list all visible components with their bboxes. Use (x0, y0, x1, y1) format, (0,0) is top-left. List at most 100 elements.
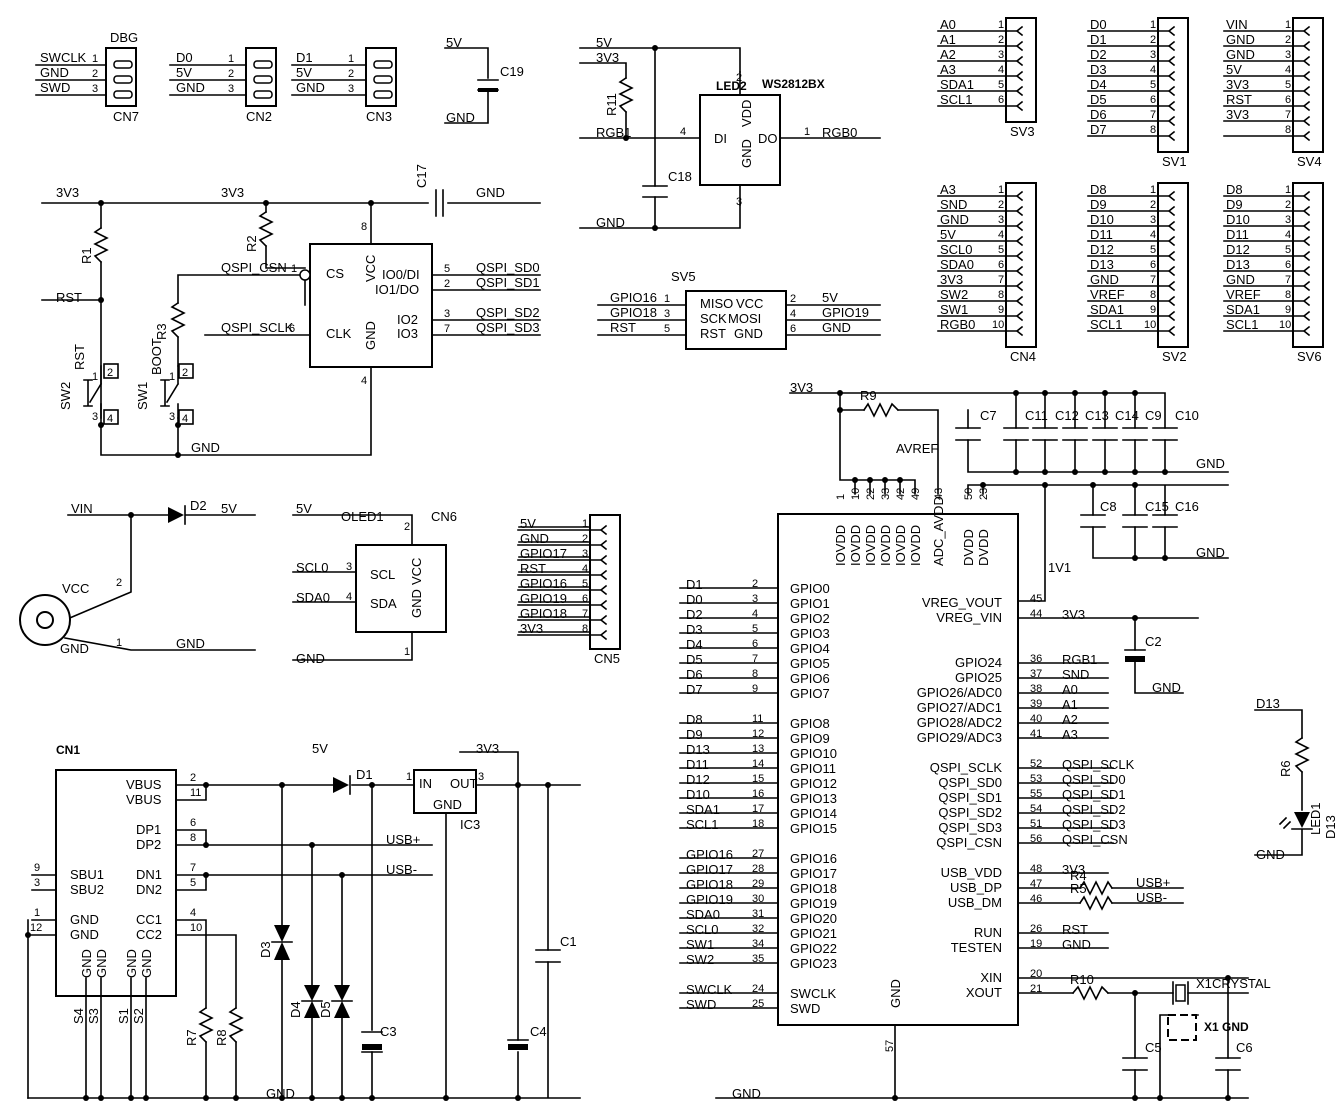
crystal-caps (1122, 1057, 1241, 1071)
pin-label: SCL (370, 567, 395, 582)
pin-function-label: GPIO24 (955, 655, 1002, 670)
pin-net-label: VREF (1090, 287, 1125, 302)
pin-function-label: QSPI_CSN (936, 835, 1002, 850)
pin-label: DN1 (136, 867, 162, 882)
pin-label: DP2 (136, 837, 161, 852)
connector-ref: CN7 (113, 109, 139, 124)
pin-net-label: 3V3 (940, 272, 963, 287)
pin-number: 9 (998, 304, 1004, 316)
pin-number: 5 (582, 578, 588, 590)
pin-number: 30 (752, 893, 764, 905)
pin-number: 1 (228, 53, 234, 65)
pin-number: 5 (444, 263, 450, 275)
led1-icon (1278, 812, 1313, 830)
pin-net-label: D0 (176, 50, 193, 65)
pin-function-label: GPIO23 (790, 956, 837, 971)
pin-number: 2 (116, 577, 122, 589)
pin-function-label: GPIO12 (790, 776, 837, 791)
pin-number: 6 (289, 323, 295, 335)
pin-number: 28 (752, 863, 764, 875)
pin-net-label: D6 (1090, 107, 1107, 122)
pin-net-label: SCL1 (1090, 317, 1123, 332)
pin-number: 43 (933, 488, 945, 500)
pin-number: 47 (1030, 878, 1042, 890)
pin-net-label: GND (1062, 937, 1091, 952)
pin-net-label: SDA1 (686, 802, 720, 817)
pin-number: 3 (169, 411, 175, 423)
pin-net-label: GPIO18 (520, 606, 567, 621)
pin-number: 1 (998, 19, 1004, 31)
pin-number: 3 (1150, 49, 1156, 61)
net-label: VIN (71, 501, 93, 516)
pin-net-label: SW2 (940, 287, 968, 302)
ref-label: R7 (184, 1029, 199, 1046)
usb-c-connector (55, 769, 177, 997)
pin-label: CLK (326, 326, 352, 341)
pin-number: 10 (1144, 319, 1156, 331)
pin-number: 49 (910, 488, 922, 500)
pin-label: S2 (131, 1008, 146, 1024)
pin-net-label: A3 (1062, 727, 1078, 742)
net-label: 3V3 (56, 185, 79, 200)
pin-number: 2 (1285, 34, 1291, 46)
pin-number: 5 (1285, 244, 1291, 256)
pin-number: 7 (190, 862, 196, 874)
pin-number: 25 (752, 998, 764, 1010)
pin-net-label: D11 (686, 757, 709, 772)
pin-number: 5 (190, 877, 196, 889)
pin-label: IO1/DO (375, 282, 419, 297)
pin-net-label: A2 (1062, 712, 1078, 727)
net-label: 5V (312, 741, 328, 756)
pin-number: 2 (107, 367, 113, 379)
pin-net-label: SCL1 (940, 92, 973, 107)
ref-label: R9 (860, 388, 877, 403)
pin-number: 2 (1150, 34, 1156, 46)
pin-net-label: GPIO17 (520, 546, 567, 561)
pin-function-label: XIN (980, 970, 1002, 985)
pin-number: 4 (1285, 64, 1291, 76)
pin-net-label: SW1 (940, 302, 968, 317)
pin-number: 20 (1030, 968, 1042, 980)
pin-number: 39 (1030, 698, 1042, 710)
pin-net-label: D12 (686, 772, 710, 787)
pin-number: 5 (752, 623, 758, 635)
pin-number: 3 (998, 49, 1004, 61)
ref-label: C11 (1025, 408, 1048, 423)
ref-label: R4 (1070, 868, 1087, 883)
pin-net-label: RGB0 (940, 317, 975, 332)
pin-number: 55 (1030, 788, 1042, 800)
pin-net-label: SWD (686, 997, 716, 1012)
pin-number: 1 (116, 637, 122, 649)
crystal-x1 (1172, 981, 1189, 1005)
pin-net-label: GND (296, 80, 325, 95)
pin-label: GND (79, 949, 94, 978)
pin-net-label: 3V3 (1226, 77, 1249, 92)
net-label: GND (266, 1086, 295, 1101)
rp2040-chip (777, 513, 1019, 1026)
pin-net-label: SND (940, 197, 967, 212)
pin-number: 1 (406, 771, 412, 783)
pin-net-label: D8 (1226, 182, 1243, 197)
connector-ref: SV3 (1010, 124, 1035, 139)
pin-number: 4 (190, 907, 196, 919)
pin-net-label: QSPI_SD3 (1062, 817, 1126, 832)
pin-net-label: D12 (1226, 242, 1250, 257)
pin-number: 7 (998, 274, 1004, 286)
pin-label: RST (72, 344, 87, 370)
pin-number: 26 (1030, 923, 1042, 935)
pin-net-label: RST (520, 561, 546, 576)
ldo-ic3 (413, 769, 477, 814)
net-label: 3V3 (790, 380, 813, 395)
pin-net-label: D0 (686, 592, 703, 607)
pin-number: 42 (895, 488, 907, 500)
pin-net-label: D2 (1090, 47, 1107, 62)
pin-number: 2 (404, 521, 410, 533)
pin-number: 6 (998, 259, 1004, 271)
wires (27, 47, 1303, 1099)
pin-function-label: GPIO26/ADC0 (917, 685, 1002, 700)
pin-net-label: D13 (1090, 257, 1114, 272)
pin-net-label: RGB1 (1062, 652, 1097, 667)
net-label: GND (596, 215, 625, 230)
